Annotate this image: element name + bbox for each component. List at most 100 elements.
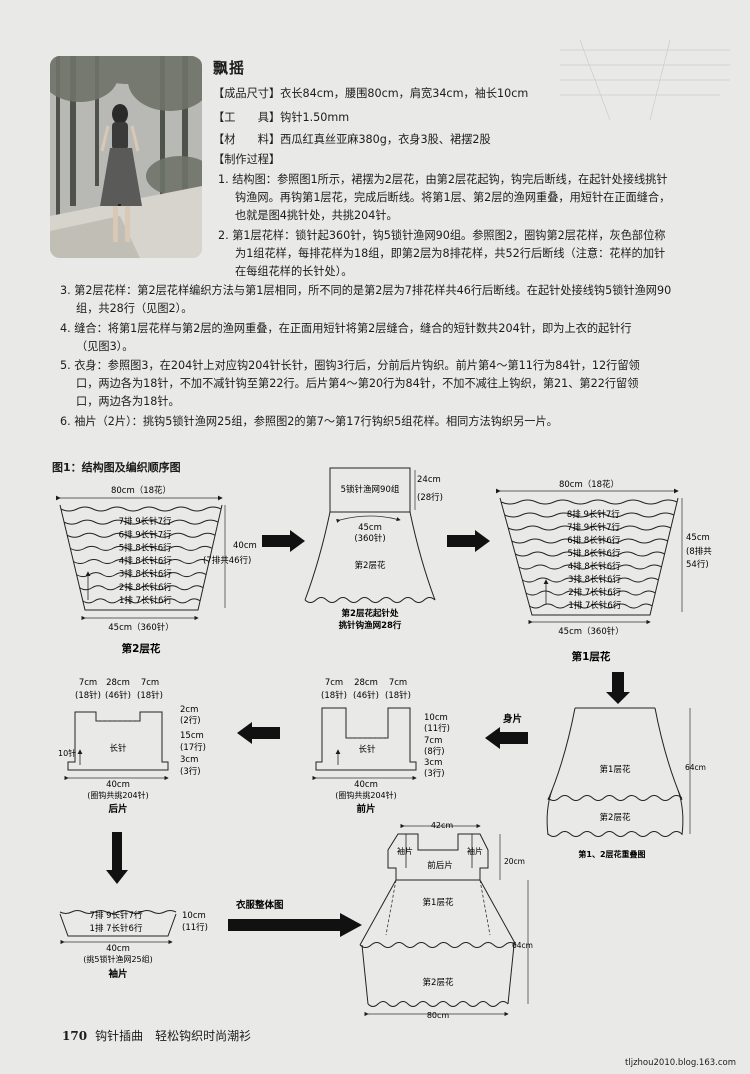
svg-text:7cm: 7cm [389,678,407,688]
svg-text:28cm: 28cm [354,678,378,688]
l2-top-width: 80cm（18花） [111,485,171,496]
layer1-row-label: 6排 8长针6行 [567,535,620,546]
l2-rows: (7排共46行) [203,555,251,566]
svg-text:28cm: 28cm [106,678,130,688]
layer2-row-label: 5排 8长针6行 [119,542,172,553]
svg-text:(3行): (3行) [424,768,445,779]
svg-text:长针: 长针 [358,744,376,755]
layer2-row-label: 4排 8长针6行 [119,556,172,567]
layer2-wave [70,545,213,551]
layer1-wave [529,603,653,609]
svg-text:(46针): (46针) [105,690,131,701]
svg-text:7排 9长针7行: 7排 9长针7行 [90,910,143,921]
svg-text:7cm: 7cm [325,678,343,688]
layer2-wave [66,532,216,538]
layer1-row-label: 4排 8长针6行 [568,561,621,572]
layer2-row-label: 6排 9长针7行 [119,529,172,540]
svg-text:10cm: 10cm [424,713,448,723]
arrow-right-2 [447,530,490,552]
svg-text:7cm: 7cm [141,678,159,688]
layer2-row-label: 2排 8长针6行 [119,582,172,593]
svg-text:(圈钩共挑204针): (圈钩共挑204针) [335,790,397,800]
spec-material: 【材 料】西瓜红真丝亚麻380g，衣身3股、裙摆2股 [213,133,491,146]
layer1-row-label: 3排 8长针6行 [568,574,621,585]
layer2-wave [76,572,207,578]
svg-text:袖片: 袖片 [397,846,413,856]
svg-text:40cm: 40cm [106,944,130,954]
step-6-line-1: 6. 袖片（2片）：挑钩5锁针渔网25组，参照图2的第7～第17行钩织5组花样。… [60,415,558,428]
bleed-through-decoration [560,40,730,120]
step-5-line-3: 口，两边各为18针。 [76,395,180,408]
svg-text:后片: 后片 [108,803,127,815]
photo-illustration [50,56,202,258]
layer2-wave [63,519,219,525]
arrow-right-1 [262,530,305,552]
skirt-h24: 24cm [417,475,441,485]
arrow-down-right [606,672,630,704]
svg-text:10cm: 10cm [182,911,206,921]
arrow-left-back [237,722,280,744]
overlap-h64: 64cm [685,763,706,772]
svg-text:(18针): (18针) [137,690,163,701]
layer1-wave [511,538,668,544]
whole-garment-chart: 42cm 袖片 袖片 前后片 20cm 第1层花 第2层花 64cm 80cm [359,821,533,1020]
step-3-line-2: 组，共28行（见图2）。 [76,302,193,315]
layer2-wave [79,585,204,591]
mesh-label: 5锁针渔网90组 [341,484,400,495]
pattern-title: 飘摇 [213,59,246,77]
svg-text:袖片: 袖片 [467,846,483,856]
step-3-line-1: 3. 第2层花样：第2层花样编织方法与第1层相同，所不同的是第2层为7排花样共4… [60,284,672,297]
overlap-chart: 第1层花 第2层花 64cm 第1、2层花重叠图 [546,707,706,859]
layer2-wave [82,598,201,604]
step-4-line-2: （见图3）。 [76,340,134,353]
svg-text:7cm: 7cm [424,736,442,746]
svg-text:10针: 10针 [58,748,76,758]
skirt-w45: 45cm [358,523,382,533]
svg-text:(2行): (2行) [180,715,201,726]
l2-height: 40cm [233,541,257,551]
layer2-row-label: 7排 9长针7行 [119,516,172,527]
step-1-line-1: 1. 结构图：参照图1所示，裙摆为2层花，由第2层花起钩，钩完后断线，在起针处接… [218,173,668,186]
skirt-layer2: 第2层花 [355,560,386,571]
svg-text:1排 7长针6行: 1排 7长针6行 [90,923,143,934]
overlap-l1: 第1层花 [600,764,631,775]
skirt-chart: 5锁针渔网90组 24cm (28行) 45cm (360针) 第2层花 第2层… [304,467,443,631]
arrow-right-whole [228,913,362,937]
svg-text:7cm: 7cm [79,678,97,688]
layer1-wave [504,512,675,518]
whole-label: 衣服整体图 [236,899,284,911]
page-number: 170 [62,1029,88,1043]
credit-watermark: tljzhou2010.blog.163.com [625,1058,736,1068]
svg-text:20cm: 20cm [504,857,525,866]
body-label: 身片 [503,713,522,725]
figure-title: 图1：结构图及编织顺序图 [52,461,181,474]
svg-text:(11行): (11行) [182,922,208,933]
book-title: 钩针插曲 轻松钩织时尚潮衫 [95,1029,252,1043]
svg-text:42cm: 42cm [431,821,454,830]
svg-text:(46针): (46针) [353,690,379,701]
l1-rows: (8排共 [686,546,712,557]
arrow-left-body [485,727,528,749]
svg-text:64cm: 64cm [512,941,533,950]
step-2-line-2: 为1组花样，每排花样为18组，即第2层为8排花样，共52行后断线（注意：花样的加… [235,247,666,260]
layer1-wave [525,590,656,596]
layer2-row-label: 1排 7长针6行 [119,595,172,606]
svg-text:40cm: 40cm [106,780,130,790]
svg-text:前片: 前片 [356,803,375,815]
svg-text:(挑5锁针渔网25组): (挑5锁针渔网25组) [83,954,153,964]
step-1-line-2: 钩渔网。再钩第1层花，完成后断线。将第1层、第2层的渔网重叠，用短针在正面缝合， [235,191,671,204]
svg-text:(3行): (3行) [180,766,201,777]
svg-text:(18针): (18针) [75,690,101,701]
layer1-wave [522,577,659,583]
arrow-down-left [106,832,128,884]
layer1-wave [507,525,672,531]
step-5-line-2: 口，两边各为18针，不加不减针钩至第22行。后片第4～第20行为84针，不加不减… [76,377,639,390]
layer1-row-label: 7排 9长针7行 [567,522,620,533]
process-heading: 【制作过程】 [213,153,281,166]
svg-text:40cm: 40cm [354,780,378,790]
overlap-caption: 第1、2层花重叠图 [578,849,645,859]
svg-text:第1层花: 第1层花 [423,897,454,908]
l2-caption: 第2层花 [122,642,161,655]
svg-text:袖片: 袖片 [107,968,127,980]
